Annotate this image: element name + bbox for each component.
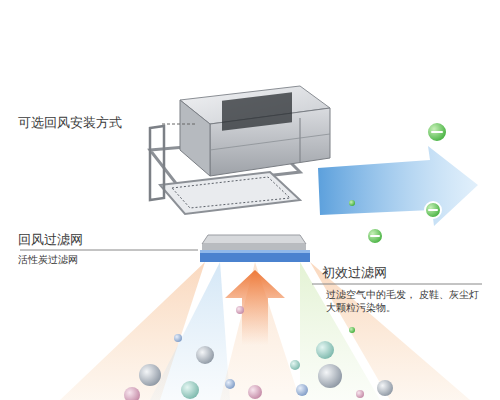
part-note: 过滤空气中的毛发， 皮鞋、灰尘灯大颗粒污染物。: [326, 288, 486, 314]
part-sublabel: 活性炭过滤网: [18, 253, 78, 266]
part-label: 回风过滤网: [18, 232, 83, 249]
callout-label: 可选回风安装方式: [18, 115, 122, 132]
part-label: 初效过滤网: [322, 265, 387, 282]
